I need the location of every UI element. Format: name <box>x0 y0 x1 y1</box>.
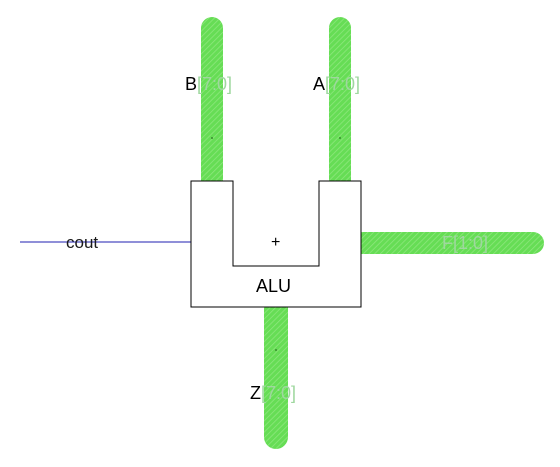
port-z-range: [7:0] <box>261 383 297 403</box>
alu-label-text: ALU <box>256 276 292 296</box>
port-label-cout: cout <box>66 233 98 253</box>
alu-operator-text: + <box>271 234 281 251</box>
port-label-f: F[1:0] <box>442 233 488 253</box>
alu-operator: + <box>271 233 280 253</box>
port-label-z: Z[7:0] <box>250 383 296 403</box>
bus-f[interactable] <box>360 232 544 254</box>
port-b-range: [7:0] <box>197 74 233 94</box>
port-label-b: B[7:0] <box>185 74 232 94</box>
port-a-name: A <box>313 74 326 94</box>
port-f-range: F[1:0] <box>442 233 489 253</box>
port-label-a: A[7:0] <box>313 74 360 94</box>
port-b-name: B <box>185 74 198 94</box>
port-cout-name: cout <box>66 233 99 252</box>
port-a-range: [7:0] <box>325 74 361 94</box>
port-z-name: Z <box>250 383 261 403</box>
alu-label: ALU <box>256 276 291 296</box>
alu-block[interactable] <box>190 180 362 308</box>
bus-a[interactable] <box>329 17 351 185</box>
bus-b[interactable] <box>201 17 223 185</box>
bus-z[interactable] <box>264 304 288 449</box>
